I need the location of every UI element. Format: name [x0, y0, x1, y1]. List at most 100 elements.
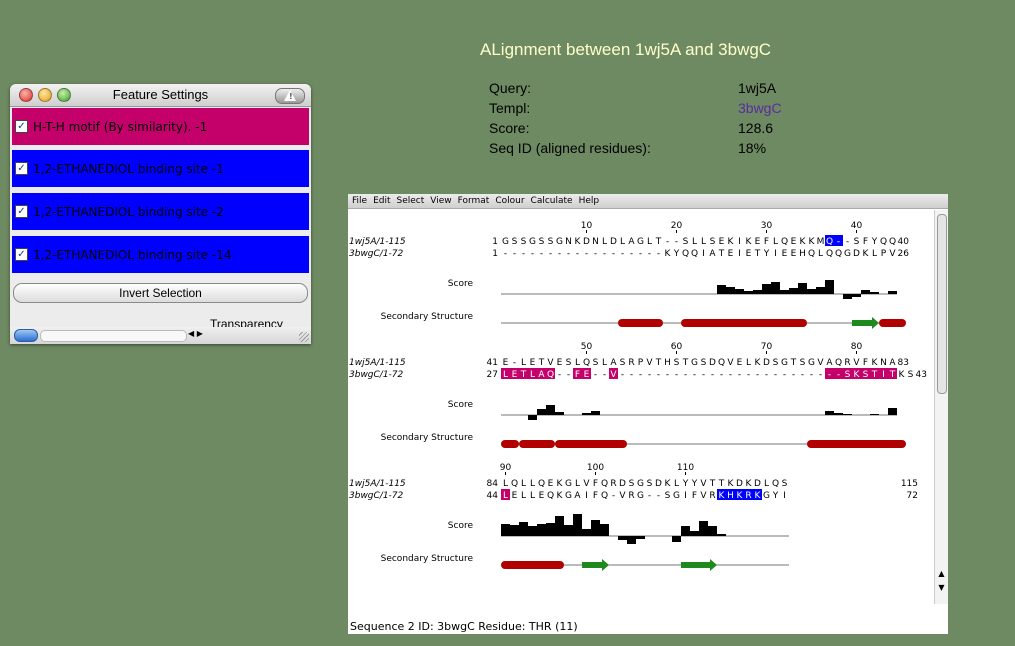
residue[interactable]: A — [889, 358, 896, 368]
residue[interactable]: - — [585, 249, 588, 259]
residue[interactable]: - — [675, 237, 678, 247]
residue[interactable]: E — [728, 249, 734, 259]
residue[interactable]: - — [837, 237, 840, 247]
residue[interactable]: G — [763, 491, 770, 501]
residue[interactable]: Q — [880, 237, 887, 247]
residue[interactable]: - — [846, 237, 849, 247]
residue[interactable]: - — [558, 370, 561, 380]
residue[interactable]: - — [738, 370, 741, 380]
residue[interactable]: Q — [601, 491, 608, 501]
window-titlebar[interactable]: Feature Settings ! — [10, 84, 311, 107]
residue[interactable]: S — [548, 237, 554, 247]
residue[interactable]: G — [637, 479, 644, 489]
residue[interactable]: - — [693, 370, 696, 380]
residue[interactable]: D — [736, 479, 743, 489]
residue[interactable]: L — [773, 237, 778, 247]
residue[interactable]: S — [620, 358, 626, 368]
residue[interactable]: T — [682, 358, 689, 368]
residue[interactable]: K — [854, 370, 861, 380]
residue[interactable]: - — [531, 249, 534, 259]
residue[interactable]: - — [603, 370, 606, 380]
residue[interactable]: L — [602, 237, 607, 247]
residue[interactable]: - — [684, 370, 687, 380]
residue[interactable]: A — [826, 358, 833, 368]
residue[interactable]: V — [646, 358, 653, 368]
residue[interactable]: E — [584, 370, 590, 380]
residue[interactable]: E — [791, 249, 797, 259]
residue[interactable]: Q — [547, 491, 554, 501]
residue[interactable]: F — [692, 491, 697, 501]
checkbox-icon[interactable]: ✓ — [15, 120, 28, 133]
residue[interactable]: K — [746, 479, 753, 489]
residue[interactable]: A — [709, 249, 716, 259]
residue[interactable]: V — [700, 491, 707, 501]
residue[interactable]: R — [745, 491, 751, 501]
residue[interactable]: Y — [772, 491, 779, 501]
residue[interactable]: S — [566, 358, 572, 368]
residue[interactable]: S — [665, 491, 671, 501]
residue[interactable]: Q — [772, 479, 779, 489]
close-window-button[interactable] — [19, 88, 33, 102]
residue[interactable]: - — [603, 249, 606, 259]
residue[interactable]: - — [720, 370, 723, 380]
menu-file[interactable]: File — [352, 196, 368, 206]
residue[interactable]: K — [899, 370, 906, 380]
residue[interactable]: - — [513, 358, 516, 368]
residue[interactable]: N — [880, 358, 887, 368]
residue[interactable]: L — [503, 491, 508, 501]
menu-calculate[interactable]: Calculate — [530, 196, 573, 206]
residue[interactable]: E — [737, 358, 743, 368]
residue[interactable]: S — [593, 358, 599, 368]
menu-select[interactable]: Select — [396, 196, 425, 206]
residue[interactable]: M — [817, 237, 825, 247]
residue[interactable]: L — [602, 358, 607, 368]
residue[interactable]: D — [853, 249, 860, 259]
residue[interactable]: E — [719, 237, 725, 247]
residue[interactable]: - — [657, 491, 660, 501]
residue[interactable]: T — [520, 370, 527, 380]
menu-colour[interactable]: Colour — [495, 196, 525, 206]
residue[interactable]: L — [692, 237, 697, 247]
residue[interactable]: S — [773, 358, 779, 368]
residue[interactable]: K — [809, 237, 816, 247]
warning-icon[interactable]: ! — [275, 88, 305, 104]
residue[interactable]: K — [665, 249, 672, 259]
residue[interactable]: - — [828, 370, 831, 380]
menu-edit[interactable]: Edit — [373, 196, 391, 206]
residue[interactable]: L — [530, 479, 535, 489]
checkbox-icon[interactable]: ✓ — [15, 205, 28, 218]
residue[interactable]: - — [657, 370, 660, 380]
residue[interactable]: S — [629, 479, 635, 489]
sequence-name[interactable]: 3bwgC/1-72 — [349, 249, 404, 259]
residue[interactable]: H — [664, 358, 671, 368]
residue[interactable]: T — [655, 237, 662, 247]
residue[interactable]: - — [549, 249, 552, 259]
residue[interactable]: K — [755, 358, 762, 368]
residue[interactable]: R — [610, 479, 616, 489]
residue[interactable]: S — [512, 237, 518, 247]
residue[interactable]: I — [783, 491, 786, 501]
residue[interactable]: G — [565, 491, 572, 501]
residue[interactable]: L — [701, 237, 706, 247]
residue[interactable]: F — [764, 237, 769, 247]
residue[interactable]: L — [647, 237, 652, 247]
residue[interactable]: E — [503, 358, 509, 368]
residue[interactable]: S — [782, 479, 788, 489]
residue[interactable]: A — [538, 370, 545, 380]
residue[interactable]: Q — [826, 237, 833, 247]
residue[interactable]: A — [628, 237, 635, 247]
residue[interactable]: R — [628, 358, 634, 368]
residue[interactable]: - — [666, 370, 669, 380]
residue[interactable]: D — [655, 479, 662, 489]
residue[interactable]: K — [665, 479, 672, 489]
residue[interactable]: P — [881, 249, 887, 259]
residue[interactable]: E — [512, 370, 518, 380]
residue[interactable]: - — [612, 491, 615, 501]
residue[interactable]: Y — [871, 237, 878, 247]
residue[interactable]: - — [756, 370, 759, 380]
sequence-name[interactable]: 1wj5A/1-115 — [349, 358, 406, 368]
residue[interactable]: I — [585, 491, 588, 501]
residue[interactable]: L — [530, 491, 535, 501]
residue[interactable]: - — [630, 370, 633, 380]
residue[interactable]: S — [908, 370, 914, 380]
